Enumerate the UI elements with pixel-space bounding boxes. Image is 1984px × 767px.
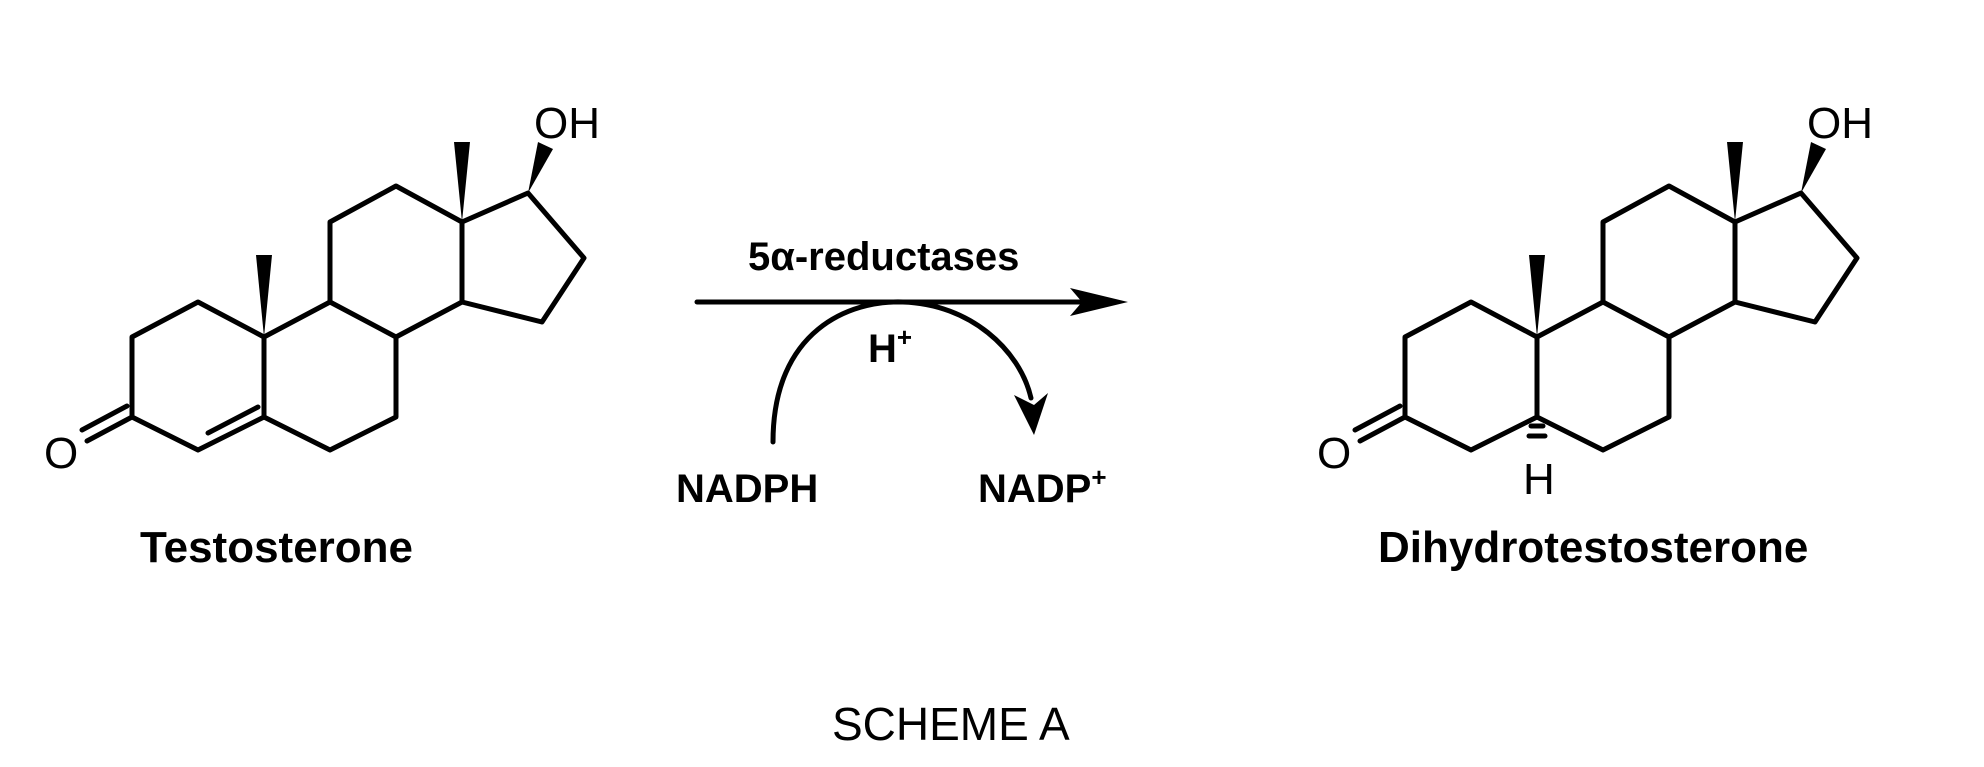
dht-ring-a: [1405, 302, 1537, 450]
dihydrotestosterone-structure: OH O H: [1317, 99, 1873, 504]
dht-ring-b: [1537, 302, 1669, 450]
testosterone-name: Testosterone: [140, 523, 413, 572]
dht-ring-d: [1735, 193, 1857, 322]
dht-carbonyl-bond-2: [1355, 406, 1400, 430]
proton-charge: +: [897, 322, 912, 352]
testosterone-c19-methyl-wedge: [256, 255, 272, 337]
testosterone-carbonyl-bond: [87, 417, 132, 441]
dht-ketone-oxygen-label: O: [1317, 429, 1351, 478]
nadph-label: NADPH: [676, 467, 818, 511]
dht-c18-methyl-wedge: [1727, 142, 1743, 222]
scheme-caption: SCHEME A: [832, 698, 1070, 750]
proton-symbol: H: [868, 327, 897, 371]
testosterone-oh-wedge: [528, 142, 553, 193]
testosterone-c4-c5-double-bond: [208, 407, 258, 433]
dihydrotestosterone-name: Dihydrotestosterone: [1378, 523, 1808, 572]
dht-carbonyl-bond: [1360, 417, 1405, 441]
nadp-charge: +: [1091, 462, 1106, 492]
dht-oh-wedge: [1801, 142, 1826, 193]
enzyme-label: 5α-reductases: [748, 235, 1019, 279]
proton-label: H+: [868, 322, 912, 371]
dht-hydrogen-label: H: [1523, 455, 1555, 504]
testosterone-structure: OH O: [44, 99, 600, 478]
testosterone-ketone-oxygen-label: O: [44, 429, 78, 478]
dht-hydroxyl-label: OH: [1807, 99, 1873, 148]
nadp-symbol: NADP: [978, 467, 1091, 511]
testosterone-ring-b: [264, 302, 396, 450]
testosterone-hydroxyl-label: OH: [534, 99, 600, 148]
testosterone-carbonyl-bond-2: [82, 406, 127, 430]
dht-c19-methyl-wedge: [1529, 255, 1545, 337]
testosterone-ring-a: [132, 302, 264, 450]
nadp-label: NADP+: [978, 462, 1107, 511]
reaction-arrow-group: 5α-reductases H+ NADPH NADP+: [676, 235, 1128, 511]
testosterone-c18-methyl-wedge: [454, 142, 470, 222]
testosterone-ring-d: [462, 193, 584, 322]
